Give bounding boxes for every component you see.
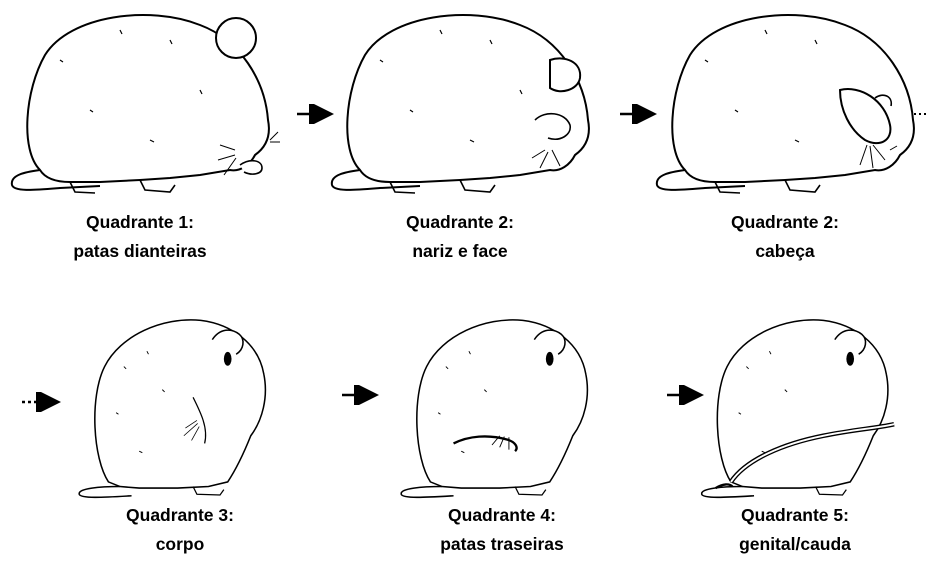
caption-title: Quadrante 2: bbox=[406, 212, 514, 232]
caption-subtitle: patas traseiras bbox=[440, 534, 564, 554]
caption-4: Quadrante 3: corpo bbox=[40, 501, 320, 559]
continuation-dots-right bbox=[914, 113, 927, 115]
panel-6: Quadrante 5: genital/cauda bbox=[655, 305, 929, 575]
caption-5: Quadrante 4: patas traseiras bbox=[362, 501, 642, 559]
caption-subtitle: genital/cauda bbox=[739, 534, 851, 554]
rat-nose-face-illustration bbox=[330, 14, 590, 194]
panel-3: Quadrante 2: cabeça bbox=[645, 0, 925, 270]
caption-title: Quadrante 1: bbox=[86, 212, 194, 232]
caption-title: Quadrante 3: bbox=[126, 505, 234, 525]
arrow-4 bbox=[667, 385, 704, 405]
panel-4: Quadrante 3: corpo bbox=[40, 305, 320, 575]
rat-forepaws-illustration bbox=[10, 14, 280, 194]
panel-1: Quadrante 1: patas dianteiras bbox=[0, 0, 280, 270]
caption-title: Quadrante 4: bbox=[448, 505, 556, 525]
caption-3: Quadrante 2: cabeça bbox=[645, 208, 925, 266]
arrow-2 bbox=[620, 104, 657, 124]
caption-2: Quadrante 2: nariz e face bbox=[320, 208, 600, 266]
caption-subtitle: corpo bbox=[155, 534, 205, 554]
arrow-1 bbox=[297, 104, 334, 124]
caption-subtitle: cabeça bbox=[755, 241, 815, 261]
caption-6: Quadrante 5: genital/cauda bbox=[655, 501, 929, 559]
rat-head-illustration bbox=[655, 14, 915, 194]
rat-body-illustration bbox=[78, 319, 267, 499]
arrow-3 bbox=[342, 385, 379, 405]
panel-5: Quadrante 4: patas traseiras bbox=[362, 305, 642, 575]
rat-genital-tail-illustration bbox=[700, 319, 895, 499]
caption-1: Quadrante 1: patas dianteiras bbox=[0, 208, 280, 266]
caption-title: Quadrante 2: bbox=[731, 212, 839, 232]
panel-2: Quadrante 2: nariz e face bbox=[320, 0, 600, 270]
rat-hindpaws-illustration bbox=[400, 319, 589, 499]
caption-subtitle: patas dianteiras bbox=[73, 241, 207, 261]
caption-subtitle: nariz e face bbox=[412, 241, 508, 261]
caption-title: Quadrante 5: bbox=[741, 505, 849, 525]
